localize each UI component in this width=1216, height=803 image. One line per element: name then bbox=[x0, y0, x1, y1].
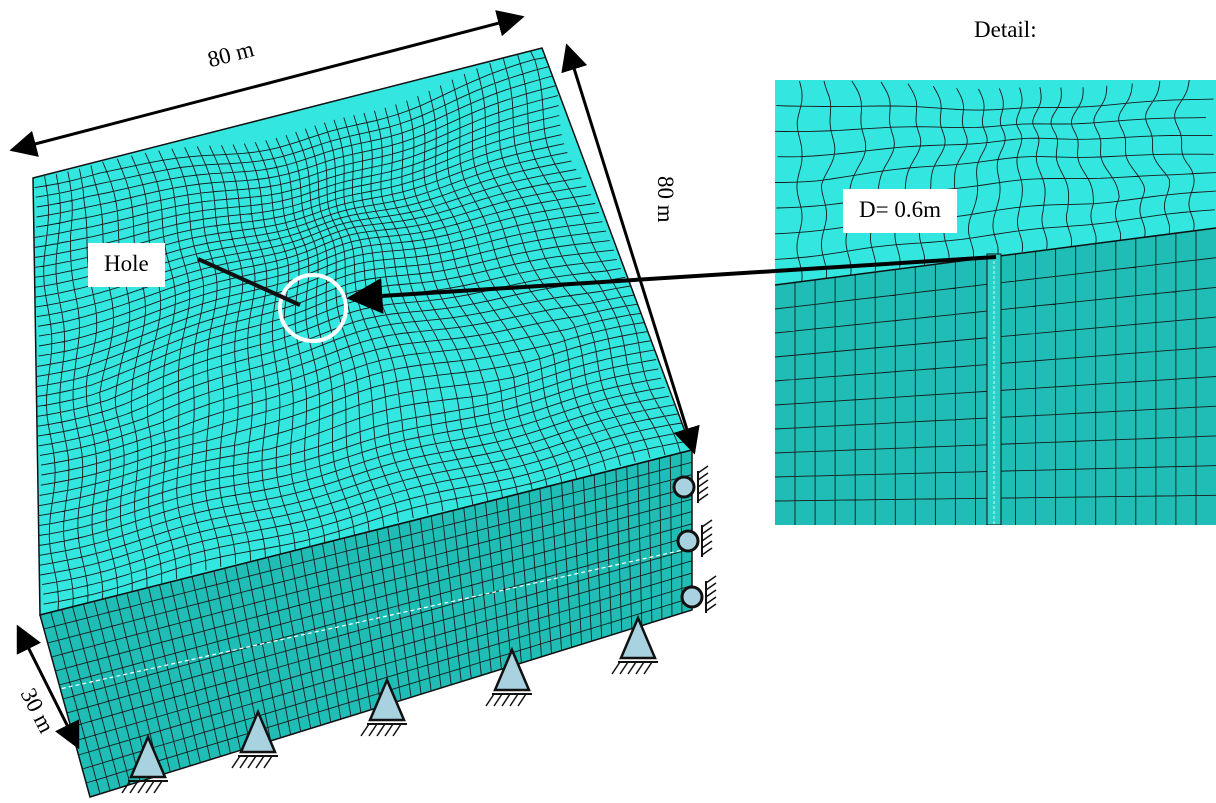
detail-hole-slot bbox=[986, 253, 1002, 525]
dim-label-right: 80 m bbox=[653, 176, 678, 223]
triangle-support-icon bbox=[611, 614, 658, 675]
roller-supports bbox=[672, 465, 717, 613]
detail-title: Detail: bbox=[974, 17, 1037, 42]
pin-supports bbox=[121, 614, 658, 794]
triangle-support-icon bbox=[360, 676, 407, 737]
hole-label: Hole bbox=[88, 243, 165, 287]
detail-panel bbox=[775, 80, 1216, 525]
roller-support-icon bbox=[676, 519, 713, 557]
roller-support-icon bbox=[680, 575, 717, 613]
roller-support-icon bbox=[672, 465, 709, 503]
triangle-support-icon bbox=[231, 708, 278, 769]
detail-arrow-overlay bbox=[774, 255, 997, 273]
layer-interface-line bbox=[54, 547, 693, 691]
triangle-support-icon bbox=[121, 733, 168, 794]
dim-arrow-top bbox=[9, 10, 525, 157]
diameter-label: D= 0.6m bbox=[843, 189, 957, 233]
hole-pointer-line bbox=[197, 257, 301, 307]
detail-top-mesh bbox=[775, 80, 1216, 282]
dim-arrow-left bbox=[16, 624, 80, 750]
hole-highlight-circle bbox=[278, 273, 348, 343]
dim-arrow-right bbox=[561, 43, 700, 455]
top-face-mesh bbox=[34, 50, 689, 611]
triangle-support-icon bbox=[485, 646, 532, 707]
